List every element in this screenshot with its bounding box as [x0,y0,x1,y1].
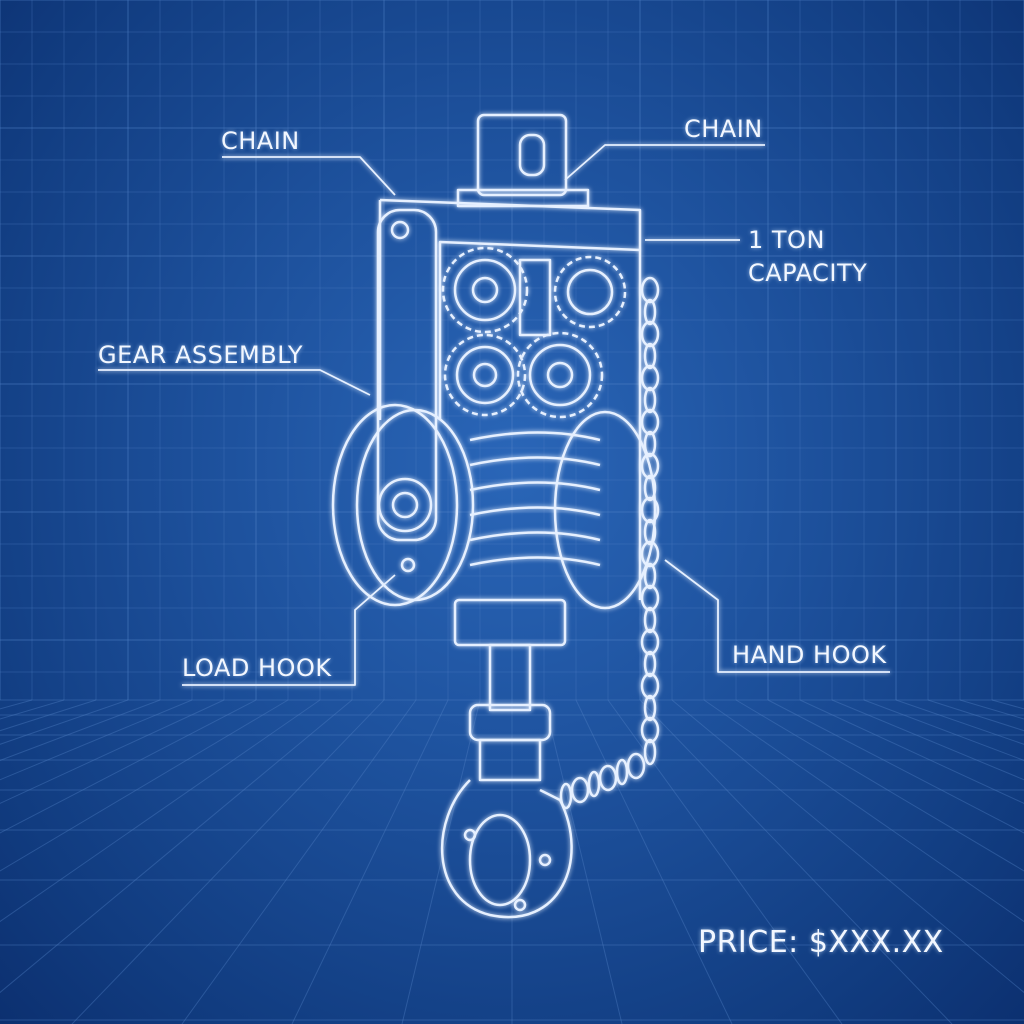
drum [331,403,657,610]
chain-link [640,408,660,436]
label-price: PRICE: $XXX.XX [698,925,944,960]
floor-line [0,699,289,872]
chain-link [615,758,629,786]
chain-link [643,562,657,590]
floor-line [401,699,481,1024]
floor-line [0,699,225,804]
chain-link [643,694,657,722]
chain-link [643,430,657,458]
chain-link [643,474,657,502]
chain-link [640,628,660,656]
chain-link [643,606,657,634]
floor-line [831,699,1024,781]
floor-line [291,699,449,1024]
chain-link [640,496,660,524]
floor-line [863,699,1024,761]
floor-line [543,699,623,1024]
floor-line [0,699,353,994]
chain-link [587,770,601,798]
chain-link [640,584,660,612]
chain-link [643,650,657,678]
floor-line [671,699,1024,994]
floor-line [735,699,1024,872]
label-capacity-line2: CAPACITY [748,259,868,287]
floor-line [703,699,1024,923]
floor-line [575,699,733,1024]
label-chain-right: CHAIN [684,115,763,143]
chain-link [626,752,646,780]
floor-line [181,699,417,1024]
frame [378,198,642,600]
chain-link [640,320,660,348]
chain-link [640,672,660,700]
floor-line [607,699,843,1024]
label-load-hook: LOAD HOOK [182,654,332,682]
chain-link [643,386,657,414]
label-chain-left: CHAIN [221,127,300,155]
label-capacity-line1: 1 TON [748,226,825,254]
chain-link [640,452,660,480]
label-hand-hook: HAND HOOK [732,641,887,669]
chain-link [640,716,660,744]
floor-line [0,699,257,834]
floor-line [767,699,1024,834]
chain-link [643,298,657,326]
chain-link [598,764,618,792]
hand-chain [559,276,660,810]
load-hook [440,598,573,919]
floor-line [0,699,193,781]
chain-link [640,276,660,304]
chain-link [640,540,660,568]
chain-link [643,518,657,546]
leader-lines [98,144,890,686]
gear-assembly [441,246,627,419]
floor-line [639,699,953,1024]
label-gear-assembly: GEAR ASSEMBLY [98,341,304,369]
floor-line [799,699,1024,804]
chain-link [570,776,590,804]
chain-link [559,782,573,810]
chain-link [643,342,657,370]
chain-link [640,364,660,392]
top-shackle [476,113,568,197]
chain-link [643,738,657,766]
floor-line [71,699,385,1024]
floor-line [0,699,161,761]
side-plate [376,208,438,542]
floor-line [0,699,321,923]
